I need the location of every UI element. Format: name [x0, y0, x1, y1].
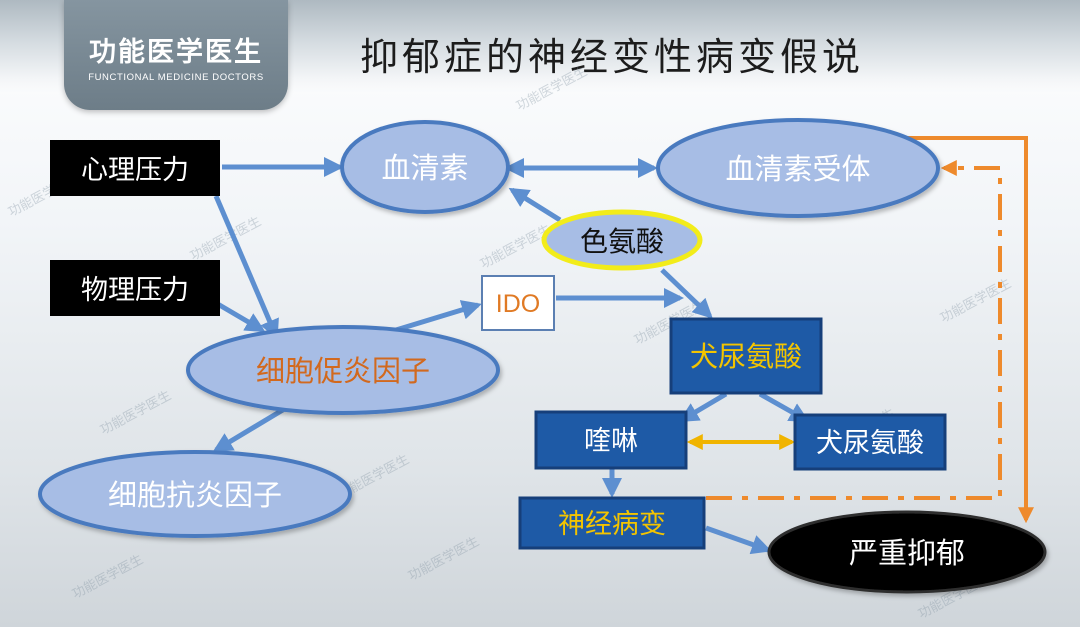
proinflammatory-node	[186, 325, 500, 415]
serotonin-node	[340, 120, 510, 214]
ido-box	[481, 275, 555, 331]
arrow-tryptophan-to-serotonin	[508, 187, 562, 223]
arrow-proinflammatory-to-antiinflammatory	[212, 405, 288, 453]
antiinflammatory-label: 细胞抗炎因子	[108, 478, 282, 512]
serotonin-label: 血清素	[381, 151, 468, 185]
severe-depression-label: 严重抑郁	[849, 536, 965, 570]
proinflammatory-label: 细胞促炎因子	[256, 354, 430, 388]
page-title: 抑郁症的神经变性病变假说	[360, 35, 865, 79]
ido-label: IDO	[496, 290, 540, 318]
arrow-proinflammatory-to-ido	[395, 300, 482, 333]
neuro-lesion-box	[518, 496, 706, 550]
quinoline-label: 喹啉	[584, 426, 638, 457]
phys-stress-box	[50, 260, 220, 316]
kynurenine-box	[669, 317, 823, 395]
quinoline-box	[534, 410, 688, 470]
phys-stress-label: 物理压力	[81, 275, 189, 306]
serotonin-receptor-node	[656, 118, 940, 218]
antiinflammatory-node	[38, 450, 352, 538]
kynurenic-acid-label: 犬尿氨酸	[816, 428, 924, 459]
arrow-psych-to-proinflammatory	[213, 195, 279, 340]
tryptophan-label: 色氨酸	[580, 225, 664, 258]
arrow-tryptophan-to-kynurenine	[660, 268, 713, 319]
psych-stress-label: 心理压力	[81, 155, 189, 186]
tryptophan-node	[541, 209, 703, 271]
brand-logo: 功能医学医生 FUNCTIONAL MEDICINE DOCTORS	[64, 0, 288, 110]
logo-english-text: FUNCTIONAL MEDICINE DOCTORS	[88, 72, 264, 83]
kynurenine-label: 犬尿氨酸	[690, 340, 802, 373]
severe-depression-node	[767, 510, 1047, 594]
psych-stress-box	[50, 140, 220, 196]
logo-chinese-text: 功能医学医生	[89, 37, 263, 68]
arrow-kynurenine-to-quinoline	[678, 391, 728, 423]
arrow-receptor-to-depression	[906, 136, 1034, 524]
arrow-phys-to-proinflammatory	[214, 300, 266, 333]
serotonin-receptor-label: 血清素受体	[725, 152, 870, 186]
neuro-lesion-label: 神经病变	[558, 509, 666, 540]
kynurenic-acid-box	[793, 413, 947, 471]
arrow-neuro-lesion-to-depression	[705, 525, 772, 555]
